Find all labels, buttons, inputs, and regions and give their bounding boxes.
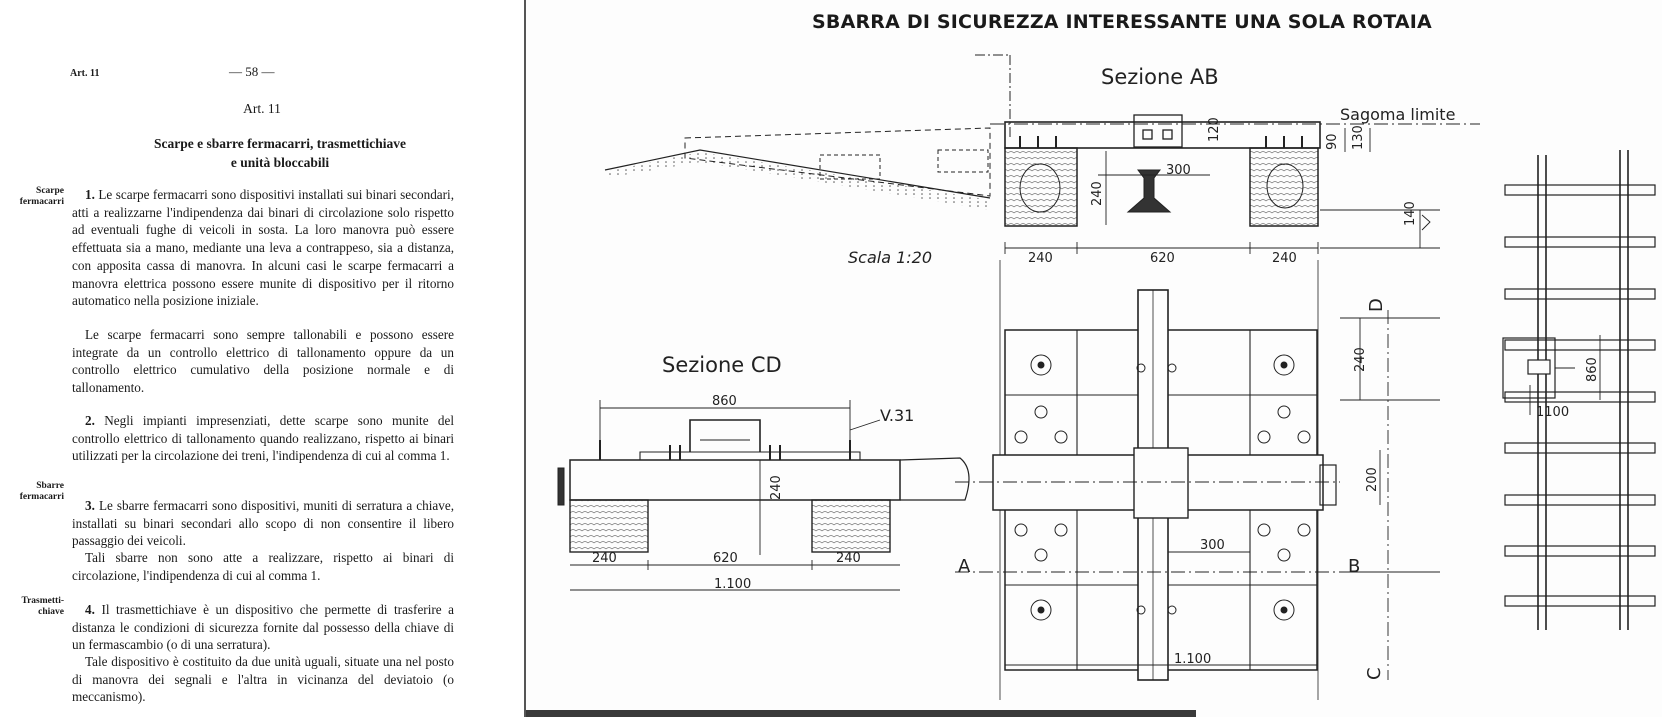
section-title-line: Scarpe e sbarre fermacarri, trasmettichi…: [153, 136, 407, 151]
dim-label: 240: [592, 551, 617, 566]
dim-label: 1100: [1536, 405, 1569, 420]
paragraph-3: 3. Le sbarre fermacarri sono dispositivi…: [72, 498, 455, 549]
dim-label: 1.100: [1174, 652, 1211, 667]
section-cd-label: Sezione CD: [662, 353, 782, 377]
side-label-trasmettichiave: Trasmetti- chiave: [21, 596, 64, 617]
dim-label: 140: [1403, 201, 1418, 226]
text-page: Art. 11 — 58 — Art. 11 Scarpe e sbarre f…: [0, 0, 524, 717]
page-divider: [524, 0, 526, 717]
paragraph-3b: Tali sbarre non sono atte a realizzare, …: [72, 550, 454, 583]
section-cd-drawing: [557, 400, 970, 591]
dim-label: 240: [1090, 181, 1105, 206]
dim-label: 860: [712, 394, 737, 409]
technical-drawing: [526, 0, 1662, 717]
drawing-title: SBARRA DI SICUREZZA INTERESSANTE UNA SOL…: [812, 11, 1432, 33]
dim-label: 240: [769, 475, 784, 500]
paragraph-4b: Tale dispositivo è costituito da due uni…: [72, 654, 454, 705]
dim-label: 300: [1200, 538, 1225, 553]
sagoma-limite-label: Sagoma limite: [1340, 105, 1455, 124]
paragraph-1b: Le scarpe fermacarri sono sempre tallona…: [72, 327, 454, 396]
ref-v31-label: V.31: [880, 406, 914, 425]
side-label-sbarre: Sbarre fermacarri: [19, 481, 64, 502]
dim-label: 120: [1207, 117, 1222, 142]
section-ab-label: Sezione AB: [1101, 65, 1219, 89]
dim-label: 240: [1028, 251, 1053, 266]
dim-label: 90: [1325, 133, 1340, 150]
article-title: Art. 11: [243, 101, 281, 116]
scroll-strip: [526, 710, 1196, 717]
dim-label: 620: [713, 551, 738, 566]
section-ab-drawing: [604, 54, 1480, 700]
dim-label: 300: [1166, 163, 1191, 178]
track-plan: [1502, 150, 1656, 630]
section-title: Scarpe e sbarre fermacarri, trasmettichi…: [80, 134, 480, 172]
dim-label: 200: [1365, 467, 1380, 492]
section-letter-b: B: [1348, 556, 1360, 577]
dim-label: 240: [1272, 251, 1297, 266]
dim-label: 860: [1585, 357, 1600, 382]
dim-label: 240: [836, 551, 861, 566]
section-letter-c: C: [1364, 667, 1385, 680]
plan-view: [955, 289, 1440, 681]
dim-label: 130: [1351, 125, 1366, 150]
paragraph-4: 4. Il trasmettichiave è un dispositivo c…: [72, 602, 454, 653]
dim-label: 240: [1353, 347, 1368, 372]
paragraph-1: 1. Le scarpe fermacarri sono dispositivi…: [72, 187, 454, 309]
section-title-line: e unità bloccabili: [230, 155, 330, 170]
section-letter-d: D: [1366, 298, 1387, 312]
dim-label: 1.100: [714, 577, 751, 592]
side-label-scarpe: Scarpe fermacarri: [19, 186, 64, 207]
scale-label: Scala 1:20: [848, 248, 932, 267]
running-header-article: Art. 11: [70, 68, 100, 79]
paragraph-2: 2. Negli impianti impresenziati, dette s…: [72, 413, 455, 464]
page-number: — 58 —: [229, 64, 275, 79]
dim-label: 620: [1150, 251, 1175, 266]
dimension-labels: 120 90 130 300 240 140 240 620 240 240 2…: [592, 117, 1600, 667]
section-letter-a: A: [958, 556, 971, 577]
